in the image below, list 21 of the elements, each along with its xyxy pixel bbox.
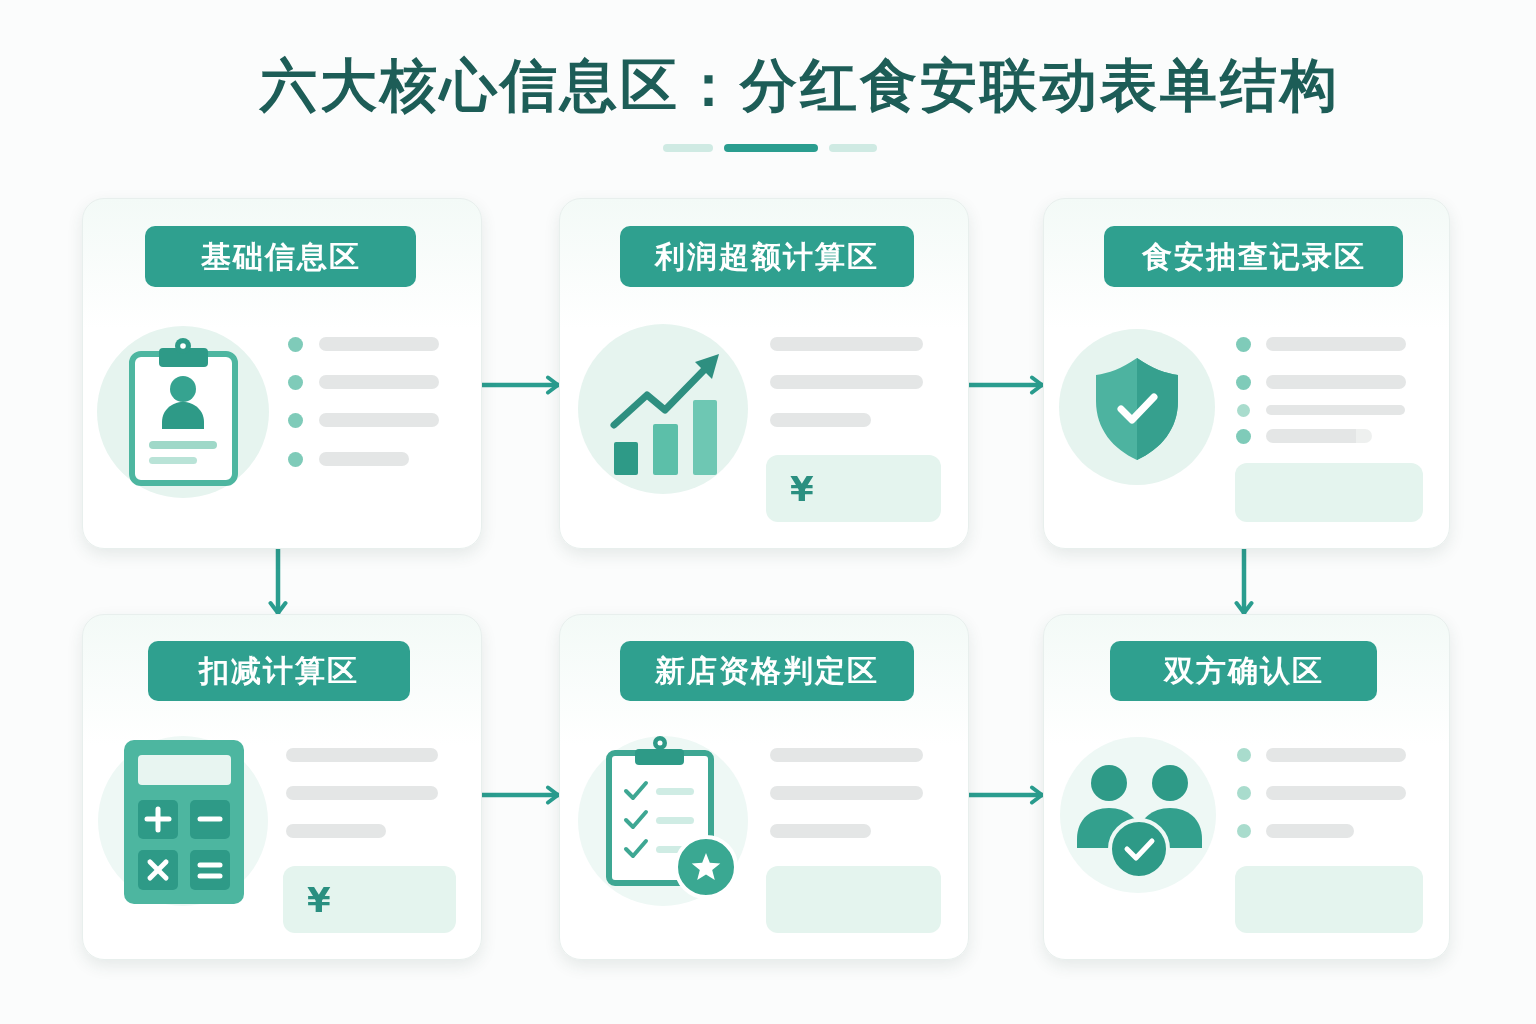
arrow <box>482 785 560 805</box>
section-card <box>1043 614 1450 960</box>
section-header: 基础信息区 <box>145 226 416 287</box>
currency-symbol: ¥ <box>307 880 331 920</box>
section-header: 新店资格判定区 <box>620 641 914 701</box>
arrow <box>969 785 1044 805</box>
section-header: 利润超额计算区 <box>620 226 914 287</box>
arrow <box>1234 549 1254 615</box>
section-header: 双方确认区 <box>1110 641 1377 701</box>
section-header: 扣减计算区 <box>148 641 410 701</box>
currency-symbol: ¥ <box>790 469 814 509</box>
arrow <box>268 549 288 615</box>
arrow <box>969 375 1044 395</box>
title: 六大核心信息区：分红食安联动表单结构 <box>258 51 1341 120</box>
section-card <box>82 614 482 960</box>
arrow <box>482 375 560 395</box>
section-card <box>559 198 969 549</box>
section-card <box>559 614 969 960</box>
section-card <box>82 198 482 549</box>
section-card <box>1043 198 1450 549</box>
section-header: 食安抽查记录区 <box>1104 226 1403 287</box>
